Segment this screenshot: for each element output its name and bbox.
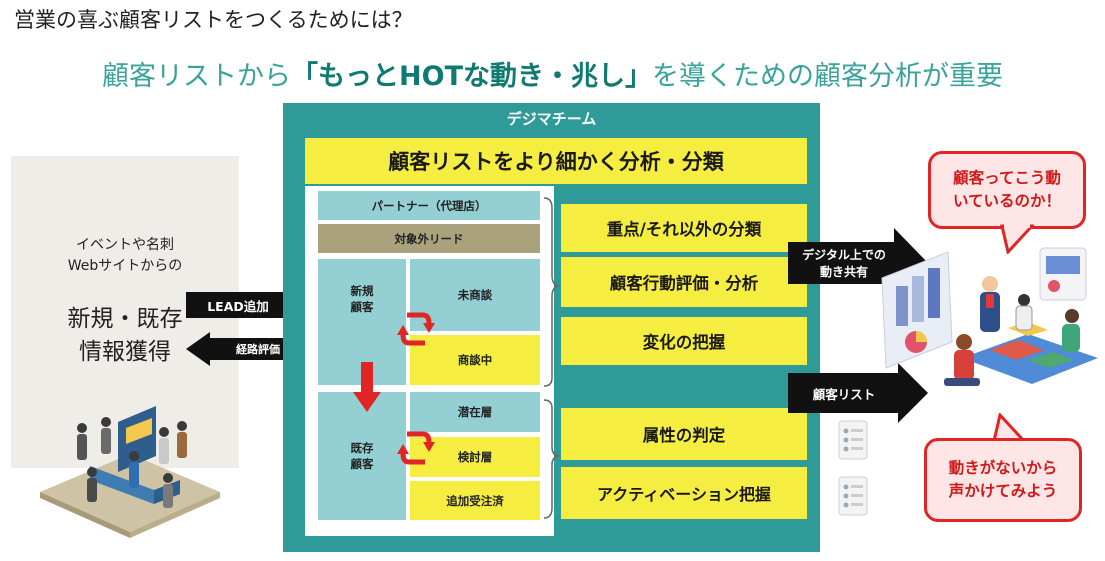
cycle-arrows-icon xyxy=(397,312,435,346)
route-eval-arrow xyxy=(186,332,312,366)
subtitle-post: を導くための顧客分析が重要 xyxy=(651,61,1003,92)
cycle-arrows-icon-2 xyxy=(397,431,435,465)
document-icon-2 xyxy=(838,476,868,516)
analysis-item-4: 属性の判定 xyxy=(561,408,807,460)
source-line-2: Webサイトからの xyxy=(67,258,183,274)
page-title: 営業の喜ぶ顧客リストをつくるためには？ xyxy=(14,8,413,32)
team-meeting-illustration xyxy=(881,247,1098,386)
insight-bubble-tail xyxy=(1000,224,1034,254)
existing-customer-line-2: 顧客 xyxy=(350,457,374,471)
partner-cell: パートナー（代理店） xyxy=(318,191,540,220)
analysis-item-5: アクティベーション把握 xyxy=(561,467,807,519)
event-booth-illustration xyxy=(40,406,220,538)
digital-share-line-2: 動き共有 xyxy=(819,265,868,279)
digital-share-line-1: デジタル上での xyxy=(802,248,886,262)
action-line-1: 動きがないから xyxy=(948,459,1058,477)
customer-list-label: 顧客リスト xyxy=(812,386,876,402)
additional-order-cell: 追加受注済 xyxy=(410,481,540,520)
down-arrow-icon xyxy=(353,362,381,412)
subtitle-emphasis: 「もっとHOTな動き・兆し」 xyxy=(291,61,652,92)
acquisition-line-1: 新規・既存 xyxy=(67,306,183,332)
unnegotiated-cell: 未商談 xyxy=(410,259,540,331)
new-customer-line-2: 顧客 xyxy=(350,300,374,314)
digital-share-label: デジタル上での 動き共有 xyxy=(792,244,896,284)
analysis-header: 顧客リストをより細かく分析・分類 xyxy=(305,138,807,184)
insight-line-2: いているのか！ xyxy=(952,192,1062,210)
action-bubble: 動きがないから 声かけてみよう xyxy=(924,438,1082,522)
lead-add-label: LEAD追加 xyxy=(207,298,269,314)
source-description: イベントや名刺 Webサイトからの xyxy=(11,235,239,277)
analysis-item-2: 顧客行動評価・分析 xyxy=(561,257,807,307)
acquisition-line-2: 情報獲得 xyxy=(79,339,171,365)
team-title: デジマチーム xyxy=(506,110,597,128)
source-line-1: イベントや名刺 xyxy=(76,237,174,253)
bracket-lines xyxy=(543,197,560,519)
route-eval-label: 経路評価 xyxy=(236,343,280,356)
negotiating-cell: 商談中 xyxy=(410,335,540,385)
document-icon xyxy=(838,420,868,460)
acquisition-label: 新規・既存 情報獲得 xyxy=(11,303,239,369)
action-line-2: 声かけてみよう xyxy=(948,482,1058,500)
customer-list-arrow xyxy=(788,363,928,423)
latent-cell: 潜在層 xyxy=(410,392,540,432)
existing-customer-cell: 既存 顧客 xyxy=(318,392,406,520)
excluded-lead-cell: 対象外リード xyxy=(318,224,540,253)
page-subtitle: 顧客リストから「もっとHOTな動き・兆し」を導くための顧客分析が重要 xyxy=(0,54,1105,93)
new-customer-line-1: 新規 xyxy=(350,284,374,298)
analysis-item-3: 変化の把握 xyxy=(561,317,807,365)
insight-line-1: 顧客ってこう動 xyxy=(953,169,1061,187)
subtitle-pre: 顧客リストから xyxy=(102,61,292,92)
analysis-item-1: 重点/それ以外の分類 xyxy=(561,204,807,252)
insight-bubble: 顧客ってこう動 いているのか！ xyxy=(928,151,1086,229)
lead-add-arrow xyxy=(186,282,312,328)
existing-customer-line-1: 既存 xyxy=(350,441,374,455)
